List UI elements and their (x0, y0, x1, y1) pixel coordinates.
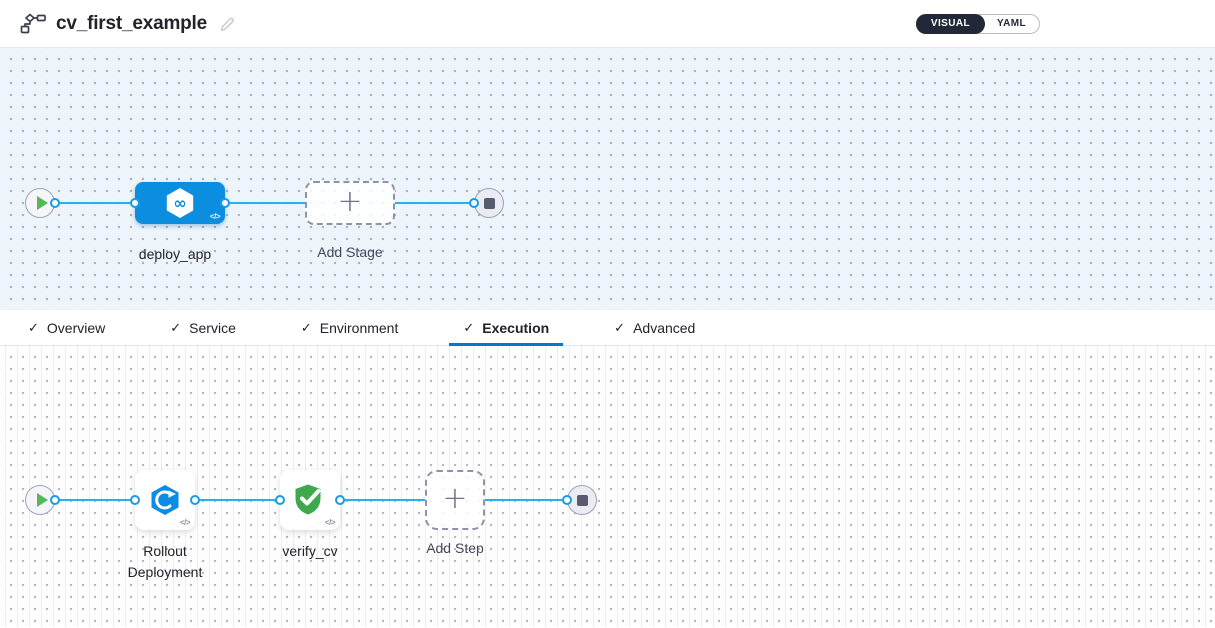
tab-environment[interactable]: ✓ Environment (287, 310, 413, 345)
edit-pipeline-name-button[interactable] (217, 13, 238, 34)
stage-config-tabs: ✓ Overview ✓ Service ✓ Environment ✓ Exe… (0, 310, 1215, 346)
step-node-verify-cv[interactable]: </> (280, 470, 340, 530)
stop-icon (576, 494, 588, 506)
pipeline-end-node (474, 188, 504, 218)
connector-port (335, 495, 345, 505)
connector-port (220, 198, 230, 208)
connector-port (190, 495, 200, 505)
stage-node-deploy-app[interactable]: ∞ </> (135, 182, 225, 224)
play-icon (36, 196, 48, 210)
code-icon: </> (209, 212, 221, 221)
verify-shield-check-icon (291, 482, 329, 518)
stop-icon (483, 197, 495, 209)
step-label: Rollout Deployment (127, 543, 203, 580)
yaml-toggle-button[interactable]: YAML (984, 15, 1039, 33)
connector-line (195, 499, 280, 501)
pipeline-graph-icon (20, 13, 46, 34)
edit-pencil-icon (219, 15, 236, 32)
k8s-rollout-icon (148, 483, 182, 517)
connector-line (340, 499, 425, 501)
plus-icon: + (337, 183, 363, 219)
connector-port (275, 495, 285, 505)
pipeline-title: cv_first_example (56, 12, 208, 34)
pipeline-header: cv_first_example VISUAL YAML (0, 0, 1215, 48)
connector-port (562, 495, 572, 505)
connector-line (485, 499, 562, 501)
check-icon: ✓ (463, 319, 475, 335)
connector-port (50, 495, 60, 505)
tab-execution[interactable]: ✓ Execution (449, 310, 563, 346)
connector-line (395, 202, 474, 204)
execution-canvas[interactable]: </> </> + Rollout Deployment verify_c (0, 346, 1215, 627)
stage-label: deploy_app (138, 246, 212, 262)
connector-line (55, 499, 135, 501)
code-icon: </> (179, 518, 191, 527)
execution-end-node (567, 485, 597, 515)
svg-text:∞: ∞ (173, 194, 186, 213)
play-icon (36, 493, 48, 507)
connector-port (130, 495, 140, 505)
check-icon: ✓ (170, 319, 182, 335)
connector-line (55, 202, 135, 204)
check-icon: ✓ (300, 319, 312, 335)
tab-advanced[interactable]: ✓ Advanced (600, 310, 709, 345)
stage-canvas[interactable]: ∞ </> + deploy_app Add Stage (0, 48, 1215, 310)
add-stage-button[interactable]: + (305, 181, 395, 225)
add-step-button[interactable]: + (425, 470, 485, 530)
tab-service[interactable]: ✓ Service (156, 310, 250, 345)
check-icon: ✓ (28, 319, 39, 335)
step-label: verify_cv (282, 543, 338, 559)
connector-port (130, 198, 140, 208)
add-step-label: Add Step (426, 540, 484, 556)
tab-overview[interactable]: ✓ Overview (14, 310, 119, 345)
visual-yaml-toggle: VISUAL YAML (915, 13, 1040, 34)
connector-port (469, 198, 479, 208)
cd-hexagon-infinity-icon: ∞ (164, 186, 196, 220)
plus-icon: + (442, 480, 468, 516)
step-node-rollout-deployment[interactable]: </> (135, 470, 195, 530)
connector-line (225, 202, 305, 204)
connector-port (50, 198, 60, 208)
code-icon: </> (324, 518, 336, 527)
check-icon: ✓ (614, 319, 626, 335)
pipeline-title-group: cv_first_example (20, 13, 238, 35)
visual-toggle-button[interactable]: VISUAL (915, 13, 985, 34)
add-stage-label: Add Stage (317, 244, 383, 260)
